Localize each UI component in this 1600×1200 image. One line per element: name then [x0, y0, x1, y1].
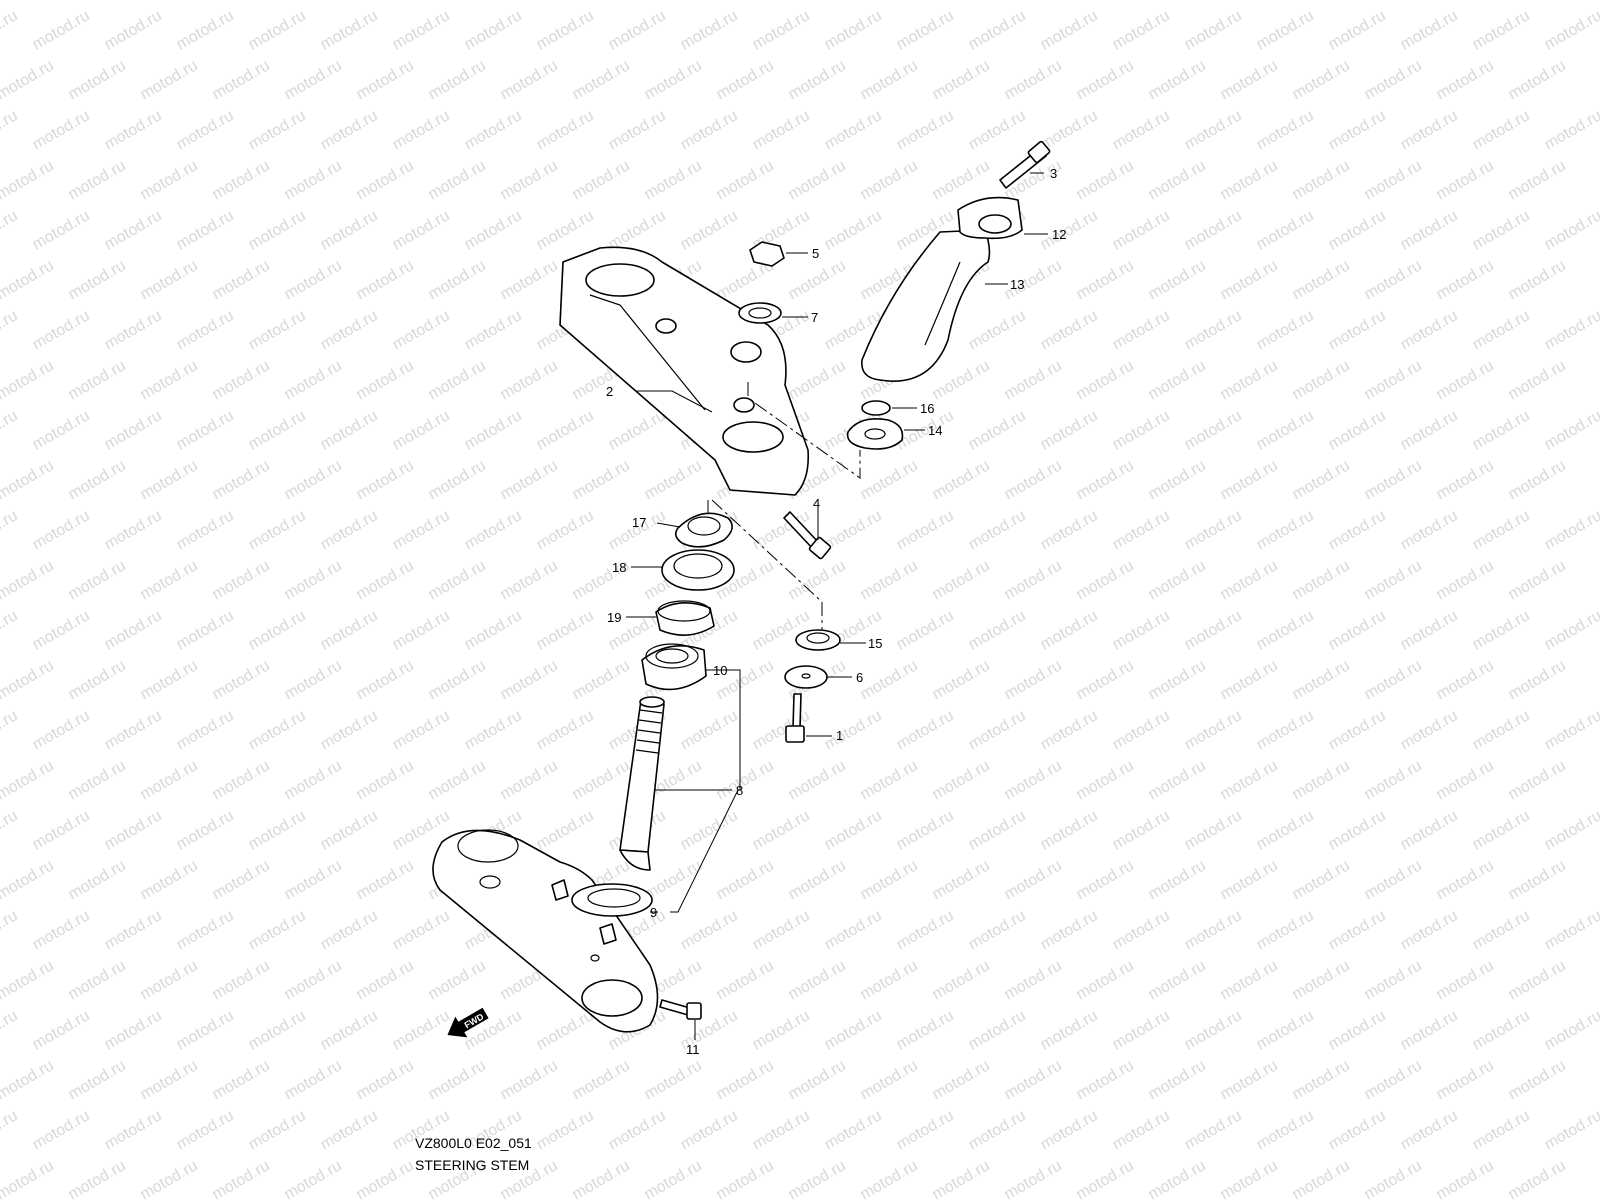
- callout-9: 9: [650, 905, 657, 920]
- callout-12: 12: [1052, 227, 1066, 242]
- callout-8: 8: [736, 783, 743, 798]
- bearing-10: [641, 643, 707, 691]
- lower-bracket: [432, 829, 659, 1033]
- diagram-title: STEERING STEM: [415, 1157, 530, 1173]
- diagram-code: VZ800L0 E02_051: [415, 1135, 532, 1151]
- leader-lines: [626, 172, 1048, 1040]
- callout-7: 7: [811, 310, 818, 325]
- callout-14: 14: [928, 423, 942, 438]
- fwd-arrow-icon: FWD: [447, 1007, 489, 1038]
- callout-4: 4: [813, 496, 820, 511]
- steering-nut-17: [674, 512, 733, 548]
- bolt-3: [999, 140, 1051, 189]
- callout-3: 3: [1050, 166, 1057, 181]
- bolt-1: [785, 693, 805, 743]
- washer-16: [861, 400, 891, 416]
- washer-15: [795, 629, 841, 651]
- handlebar-holder: [861, 229, 991, 382]
- callout-15: 15: [868, 636, 882, 651]
- handlebar-cap: [957, 196, 1023, 240]
- callout-1: 1: [836, 728, 843, 743]
- washer-6: [784, 665, 828, 689]
- callout-6: 6: [856, 670, 863, 685]
- callout-2: 2: [606, 384, 613, 399]
- callout-18: 18: [612, 560, 626, 575]
- bolt-4: [783, 511, 832, 560]
- nut-5: [749, 241, 785, 267]
- washer-7: [738, 302, 782, 324]
- callout-10: 10: [713, 663, 727, 678]
- plate-14: [846, 418, 904, 450]
- callout-17: 17: [632, 515, 646, 530]
- upper-bracket: [559, 246, 810, 496]
- bearing-race-9: [571, 883, 653, 917]
- diagram-caption: VZ800L0 E02_051 STEERING STEM: [415, 1132, 532, 1176]
- dust-seal-18: [661, 549, 735, 591]
- bolt-11: [659, 999, 702, 1020]
- callout-11: 11: [686, 1042, 700, 1057]
- callout-5: 5: [812, 246, 819, 261]
- callout-19: 19: [607, 610, 621, 625]
- bearing-19: [655, 600, 715, 636]
- callout-13: 13: [1010, 277, 1024, 292]
- callout-16: 16: [920, 401, 934, 416]
- steering-stem-8: [619, 696, 665, 871]
